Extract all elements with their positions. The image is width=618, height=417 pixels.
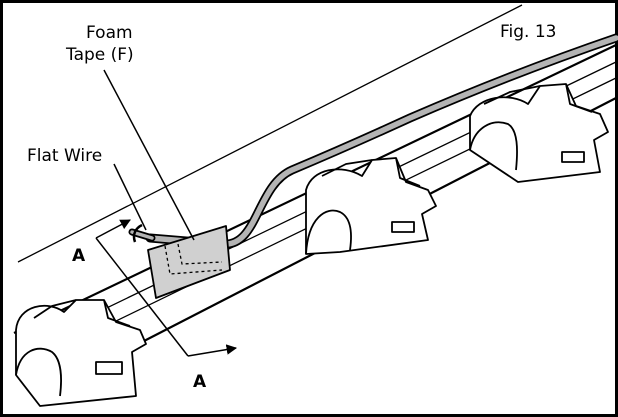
flat-wire-leader bbox=[113, 163, 147, 231]
flat-wire-tip-hook bbox=[132, 223, 143, 243]
foam-tape-leader bbox=[103, 69, 195, 241]
flat-wire-cable bbox=[147, 35, 618, 247]
flat-wire-label: Flat Wire bbox=[27, 146, 103, 166]
section-marker-bottom: A bbox=[193, 372, 207, 392]
clip-3 bbox=[469, 83, 609, 183]
surface-edge-line bbox=[17, 4, 523, 263]
foam-tape-hidden-wire bbox=[164, 243, 223, 275]
foam-tape-label-line2: Tape (F) bbox=[66, 45, 134, 65]
foam-tape bbox=[147, 225, 231, 299]
section-a-cut-line bbox=[95, 219, 238, 357]
foam-tape-label-line1: Foam bbox=[86, 23, 133, 43]
clip-2 bbox=[305, 157, 437, 255]
clip-1 bbox=[15, 299, 147, 407]
figure-number: Fig. 13 bbox=[500, 22, 557, 42]
section-marker-top: A bbox=[72, 246, 86, 266]
